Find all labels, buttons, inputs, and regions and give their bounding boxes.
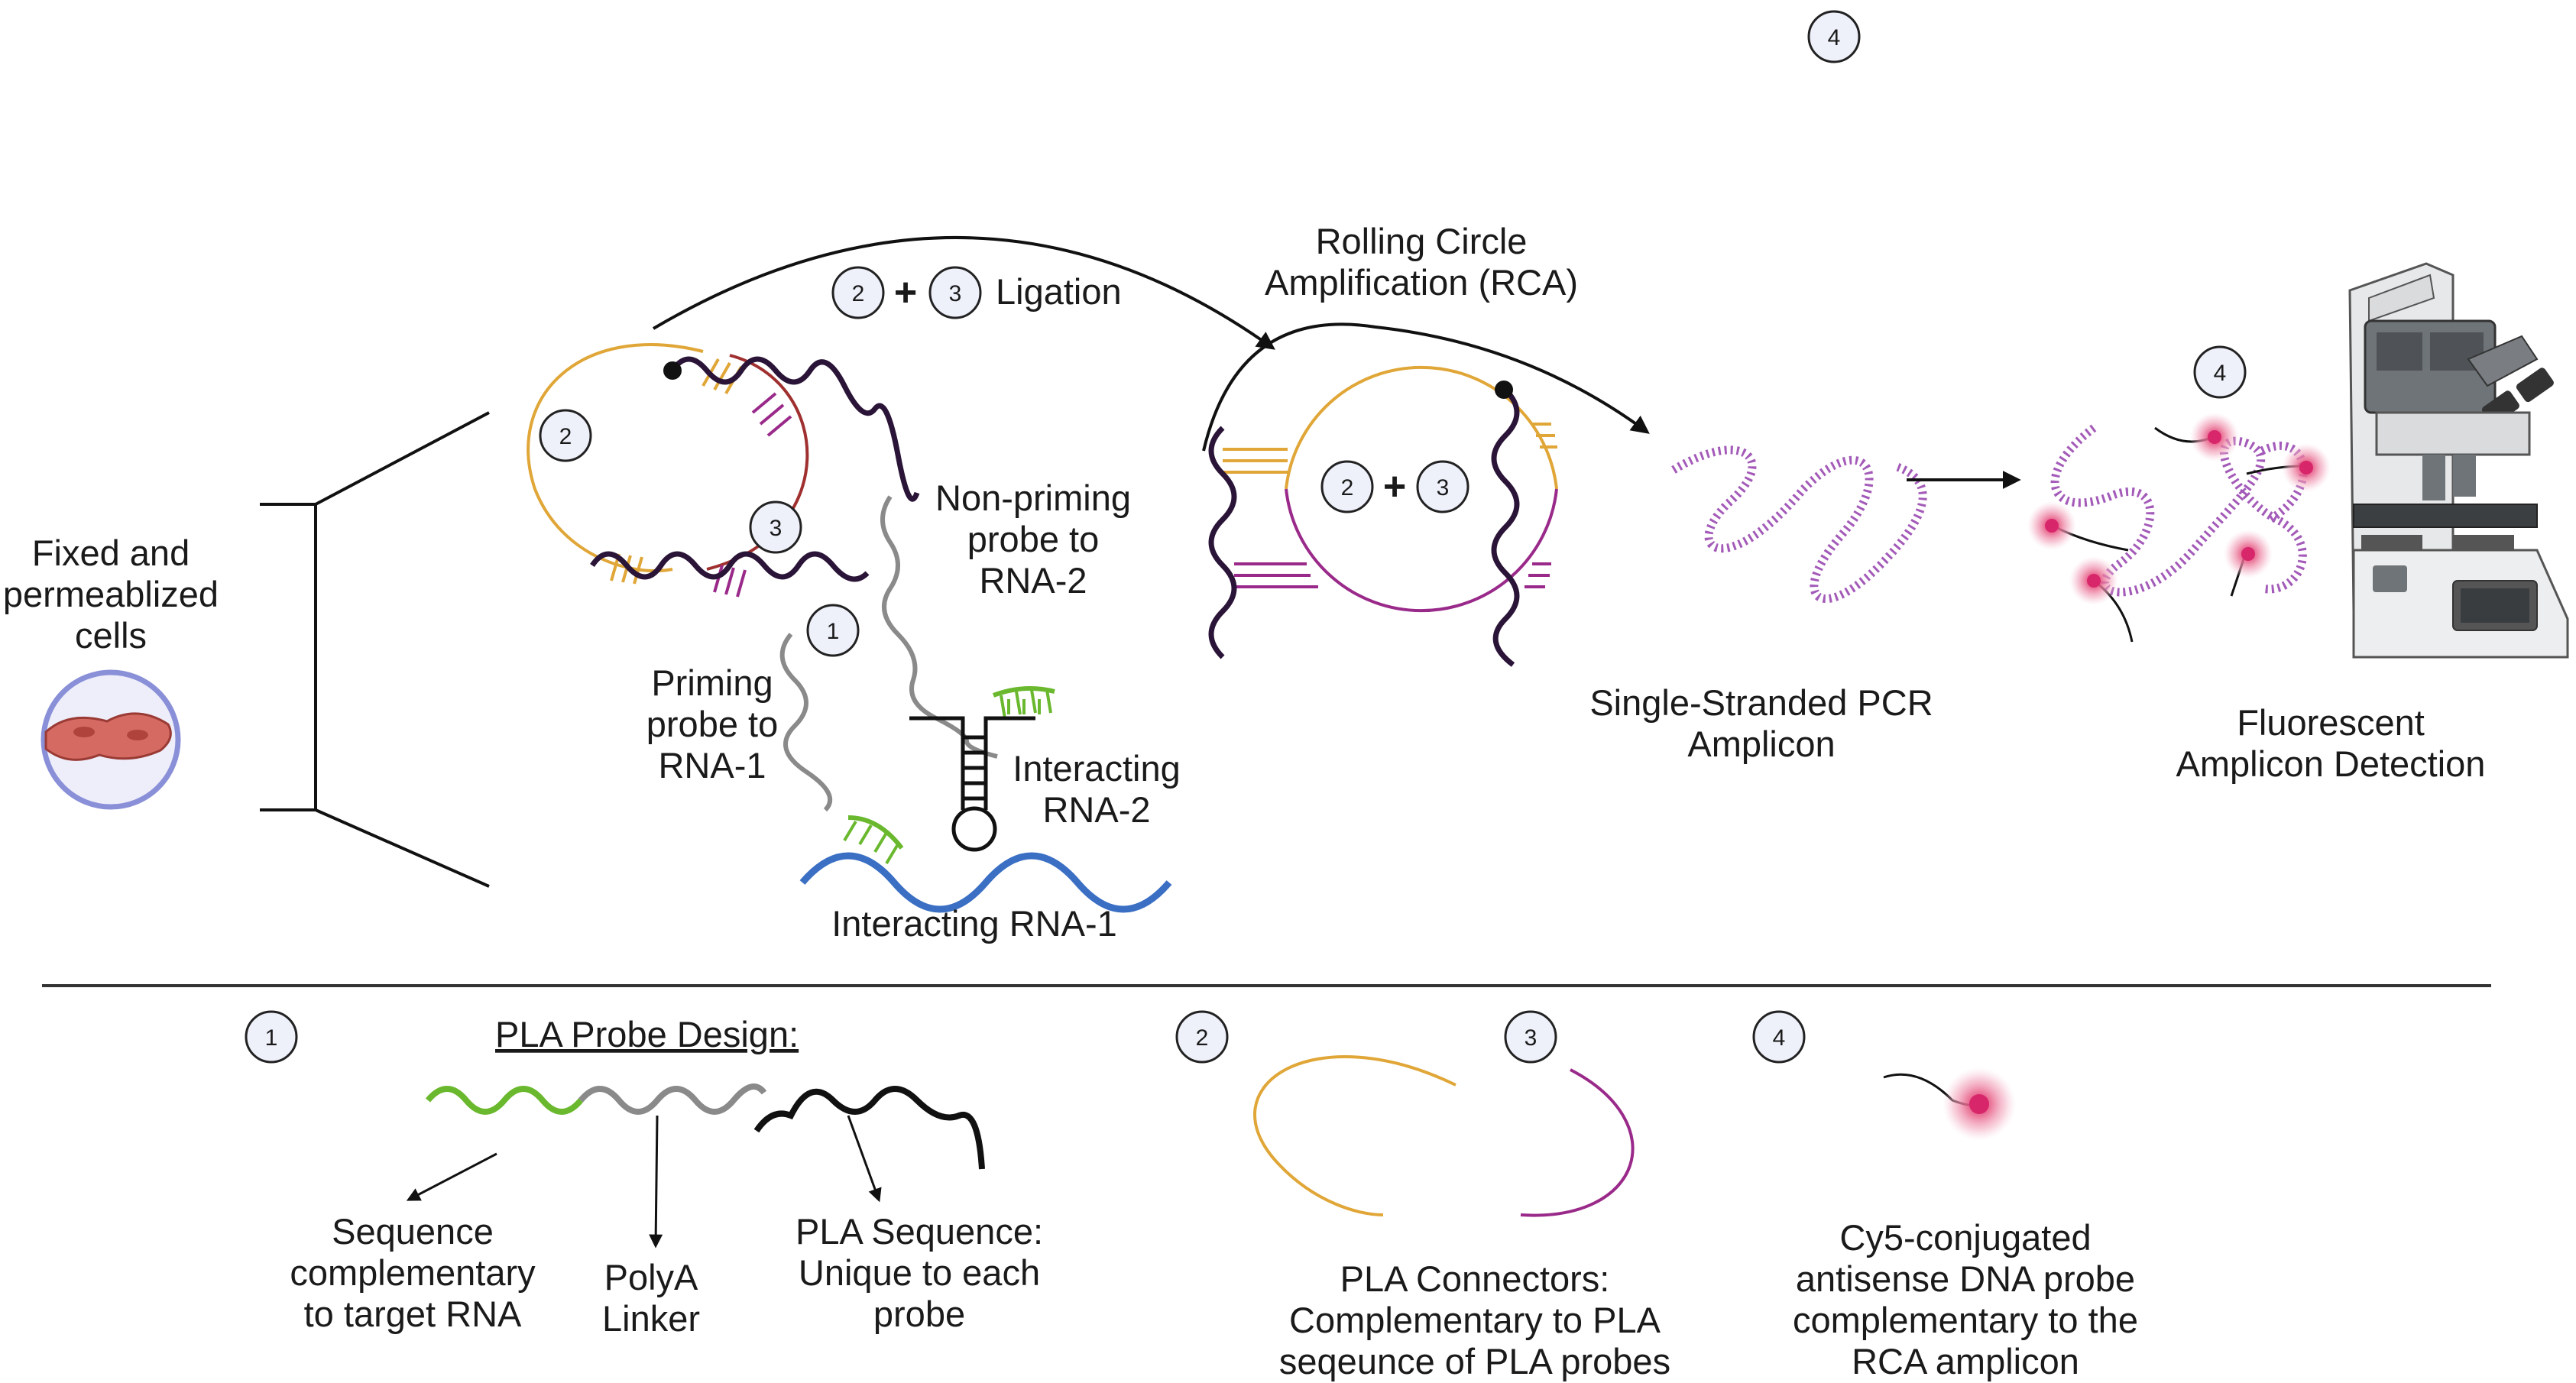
priming-label-line-2: probe to [646, 704, 778, 744]
priming-green-ticks [843, 820, 899, 865]
legend-sequence-line-1: Sequence [332, 1211, 494, 1252]
single-stranded-amplicon [1671, 445, 1927, 603]
rca-right-strand [1491, 387, 1520, 667]
rca-label-line-1: Rolling Circle [1316, 221, 1528, 261]
legend-connectors-line-2: Complementary to PLA [1289, 1300, 1661, 1340]
ligation-arrow [652, 235, 1275, 350]
interacting-rna-2-hairpin [909, 716, 1035, 852]
ligation-label: Ligation [996, 271, 1122, 312]
cells-label-line-1: Fixed and [32, 533, 190, 573]
legend-black-segment [753, 1086, 985, 1170]
legend-pla-line-1: PLA Sequence: [795, 1211, 1043, 1252]
legend-title: PLA Probe Design: [495, 1014, 799, 1054]
nonpriming-label-line-2: probe to [967, 519, 1099, 559]
interacting-rna-1-label: Interacting RNA-1 [831, 903, 1117, 944]
legend-connectors-line-1: PLA Connectors: [1340, 1258, 1610, 1299]
legend-badge-three: 3 [1525, 1025, 1537, 1051]
ligation-badge-left: 2 [852, 281, 865, 306]
probe-end-dot [663, 361, 682, 380]
ligation-plus: + [894, 270, 917, 315]
cells-label-line-2: permeablized [3, 574, 219, 614]
single-stranded-label: Single-Stranded PCR Amplicon [1589, 682, 1933, 764]
fixed-cells-label: Fixed and permeablized cells [3, 533, 219, 656]
legend-gray-segment [578, 1083, 767, 1115]
probe-assembly: 2 3 1 [527, 343, 1172, 913]
legend-cy5-line-3: complementary to the [1793, 1300, 2138, 1340]
legend-badge-one: 1 [265, 1025, 278, 1051]
single-stranded-label-line-1: Single-Stranded PCR [1589, 682, 1933, 723]
legend-connectors: 2 3 PLA Connectors: Complementary to PLA… [1175, 1010, 1670, 1381]
rca-arrow [1202, 322, 1650, 452]
legend-cy5: 4 Cy5-conjugated antisense DNA probe com… [1752, 1010, 2138, 1381]
rca-magenta-arc [1285, 488, 1558, 613]
nonpriming-label: Non-priming probe to RNA-2 [935, 478, 1131, 601]
ligation-badge-right: 3 [949, 281, 962, 306]
legend-pla-line-2: Unique to each [799, 1252, 1040, 1293]
connector-red-arc [706, 354, 809, 571]
single-stranded-label-line-2: Amplicon [1687, 724, 1835, 764]
badge-top-right-number: 4 [1828, 25, 1841, 50]
nonpriming-label-line-3: RNA-2 [979, 560, 1087, 601]
badge-top-right: 4 [1807, 10, 1861, 63]
priming-label-line-1: Priming [651, 662, 773, 703]
legend-cy5-line-2: antisense DNA probe [1796, 1258, 2135, 1299]
priming-label-line-3: RNA-1 [658, 745, 766, 785]
legend-badge-two: 2 [1196, 1025, 1209, 1051]
cell-dish-icon [41, 669, 181, 810]
detection-badge: 4 [2214, 361, 2227, 386]
rca-label: Rolling Circle Amplification (RCA) [1265, 221, 1578, 303]
rca-circle-assembly: 2 + 3 [1208, 365, 1558, 667]
cells-label-line-3: cells [75, 615, 147, 656]
magenta-pairing-ticks [713, 392, 792, 598]
interacting-rna-1-wave [799, 852, 1172, 913]
legend-cy5-line-1: Cy5-conjugated [1839, 1217, 2091, 1258]
rca-plus: + [1383, 465, 1406, 509]
nonpriming-pla-sequence [670, 356, 920, 502]
legend-magenta-connector [1520, 1068, 1635, 1217]
probe-badge-two: 2 [559, 424, 572, 449]
rca-left-strand [1208, 426, 1237, 659]
ligation-label-group: 2 + 3 Ligation [831, 266, 1122, 319]
priming-green-end [847, 815, 904, 850]
priming-label: Priming probe to RNA-1 [646, 662, 778, 785]
microscope-icon [2348, 262, 2569, 659]
legend-badge-four: 4 [1773, 1025, 1786, 1051]
interacting-rna-2-label: Interacting RNA-2 [1013, 748, 1180, 830]
rca-probe-end-dot [1495, 381, 1513, 399]
nonpriming-green-end [992, 686, 1055, 698]
legend-pla-line-3: probe [873, 1294, 965, 1334]
zoom-bracket [260, 411, 490, 888]
interacting2-label-line-1: Interacting [1013, 748, 1180, 789]
rca-badge-two: 2 [1341, 475, 1354, 500]
rca-badge-three: 3 [1437, 475, 1450, 500]
legend-orange-connector [1253, 1055, 1456, 1216]
interacting2-label-line-2: RNA-2 [1042, 789, 1150, 830]
orange-pairing-ticks [610, 358, 743, 585]
legend-polya-line-1: PolyA [604, 1257, 698, 1297]
connector-orange-arc [527, 343, 704, 573]
legend-polya-line-2: Linker [602, 1298, 700, 1339]
fluorescent-label-line-2: Amplicon Detection [2176, 743, 2486, 784]
rca-orange-arc [1285, 365, 1558, 490]
nonpriming-label-line-1: Non-priming [935, 478, 1131, 518]
legend-green-segment [425, 1086, 584, 1115]
fluorescent-label-line-1: Fluorescent [2237, 702, 2425, 743]
hairpin-green-ticks [1007, 699, 1041, 714]
probe-badge-three: 3 [770, 516, 783, 541]
legend-cy5-line-4: RCA amplicon [1852, 1341, 2079, 1381]
legend-connectors-line-3: seqeunce of PLA probes [1279, 1341, 1670, 1381]
priming-pla-sequence [590, 551, 870, 582]
legend-probe-design: 1 PLA Probe Design: Sequence complementa… [245, 1010, 1043, 1339]
legend-sequence-line-3: to target RNA [304, 1294, 522, 1334]
fluorescent-label: Fluorescent Amplicon Detection [2176, 702, 2486, 784]
rca-label-line-2: Amplification (RCA) [1265, 262, 1578, 303]
legend-sequence-line-2: complementary [290, 1252, 536, 1293]
nonpriming-green-ticks [1000, 689, 1052, 719]
probe-badge-one: 1 [827, 619, 840, 644]
detected-amplicon: 4 [2027, 345, 2331, 643]
priming-linker [779, 633, 833, 812]
